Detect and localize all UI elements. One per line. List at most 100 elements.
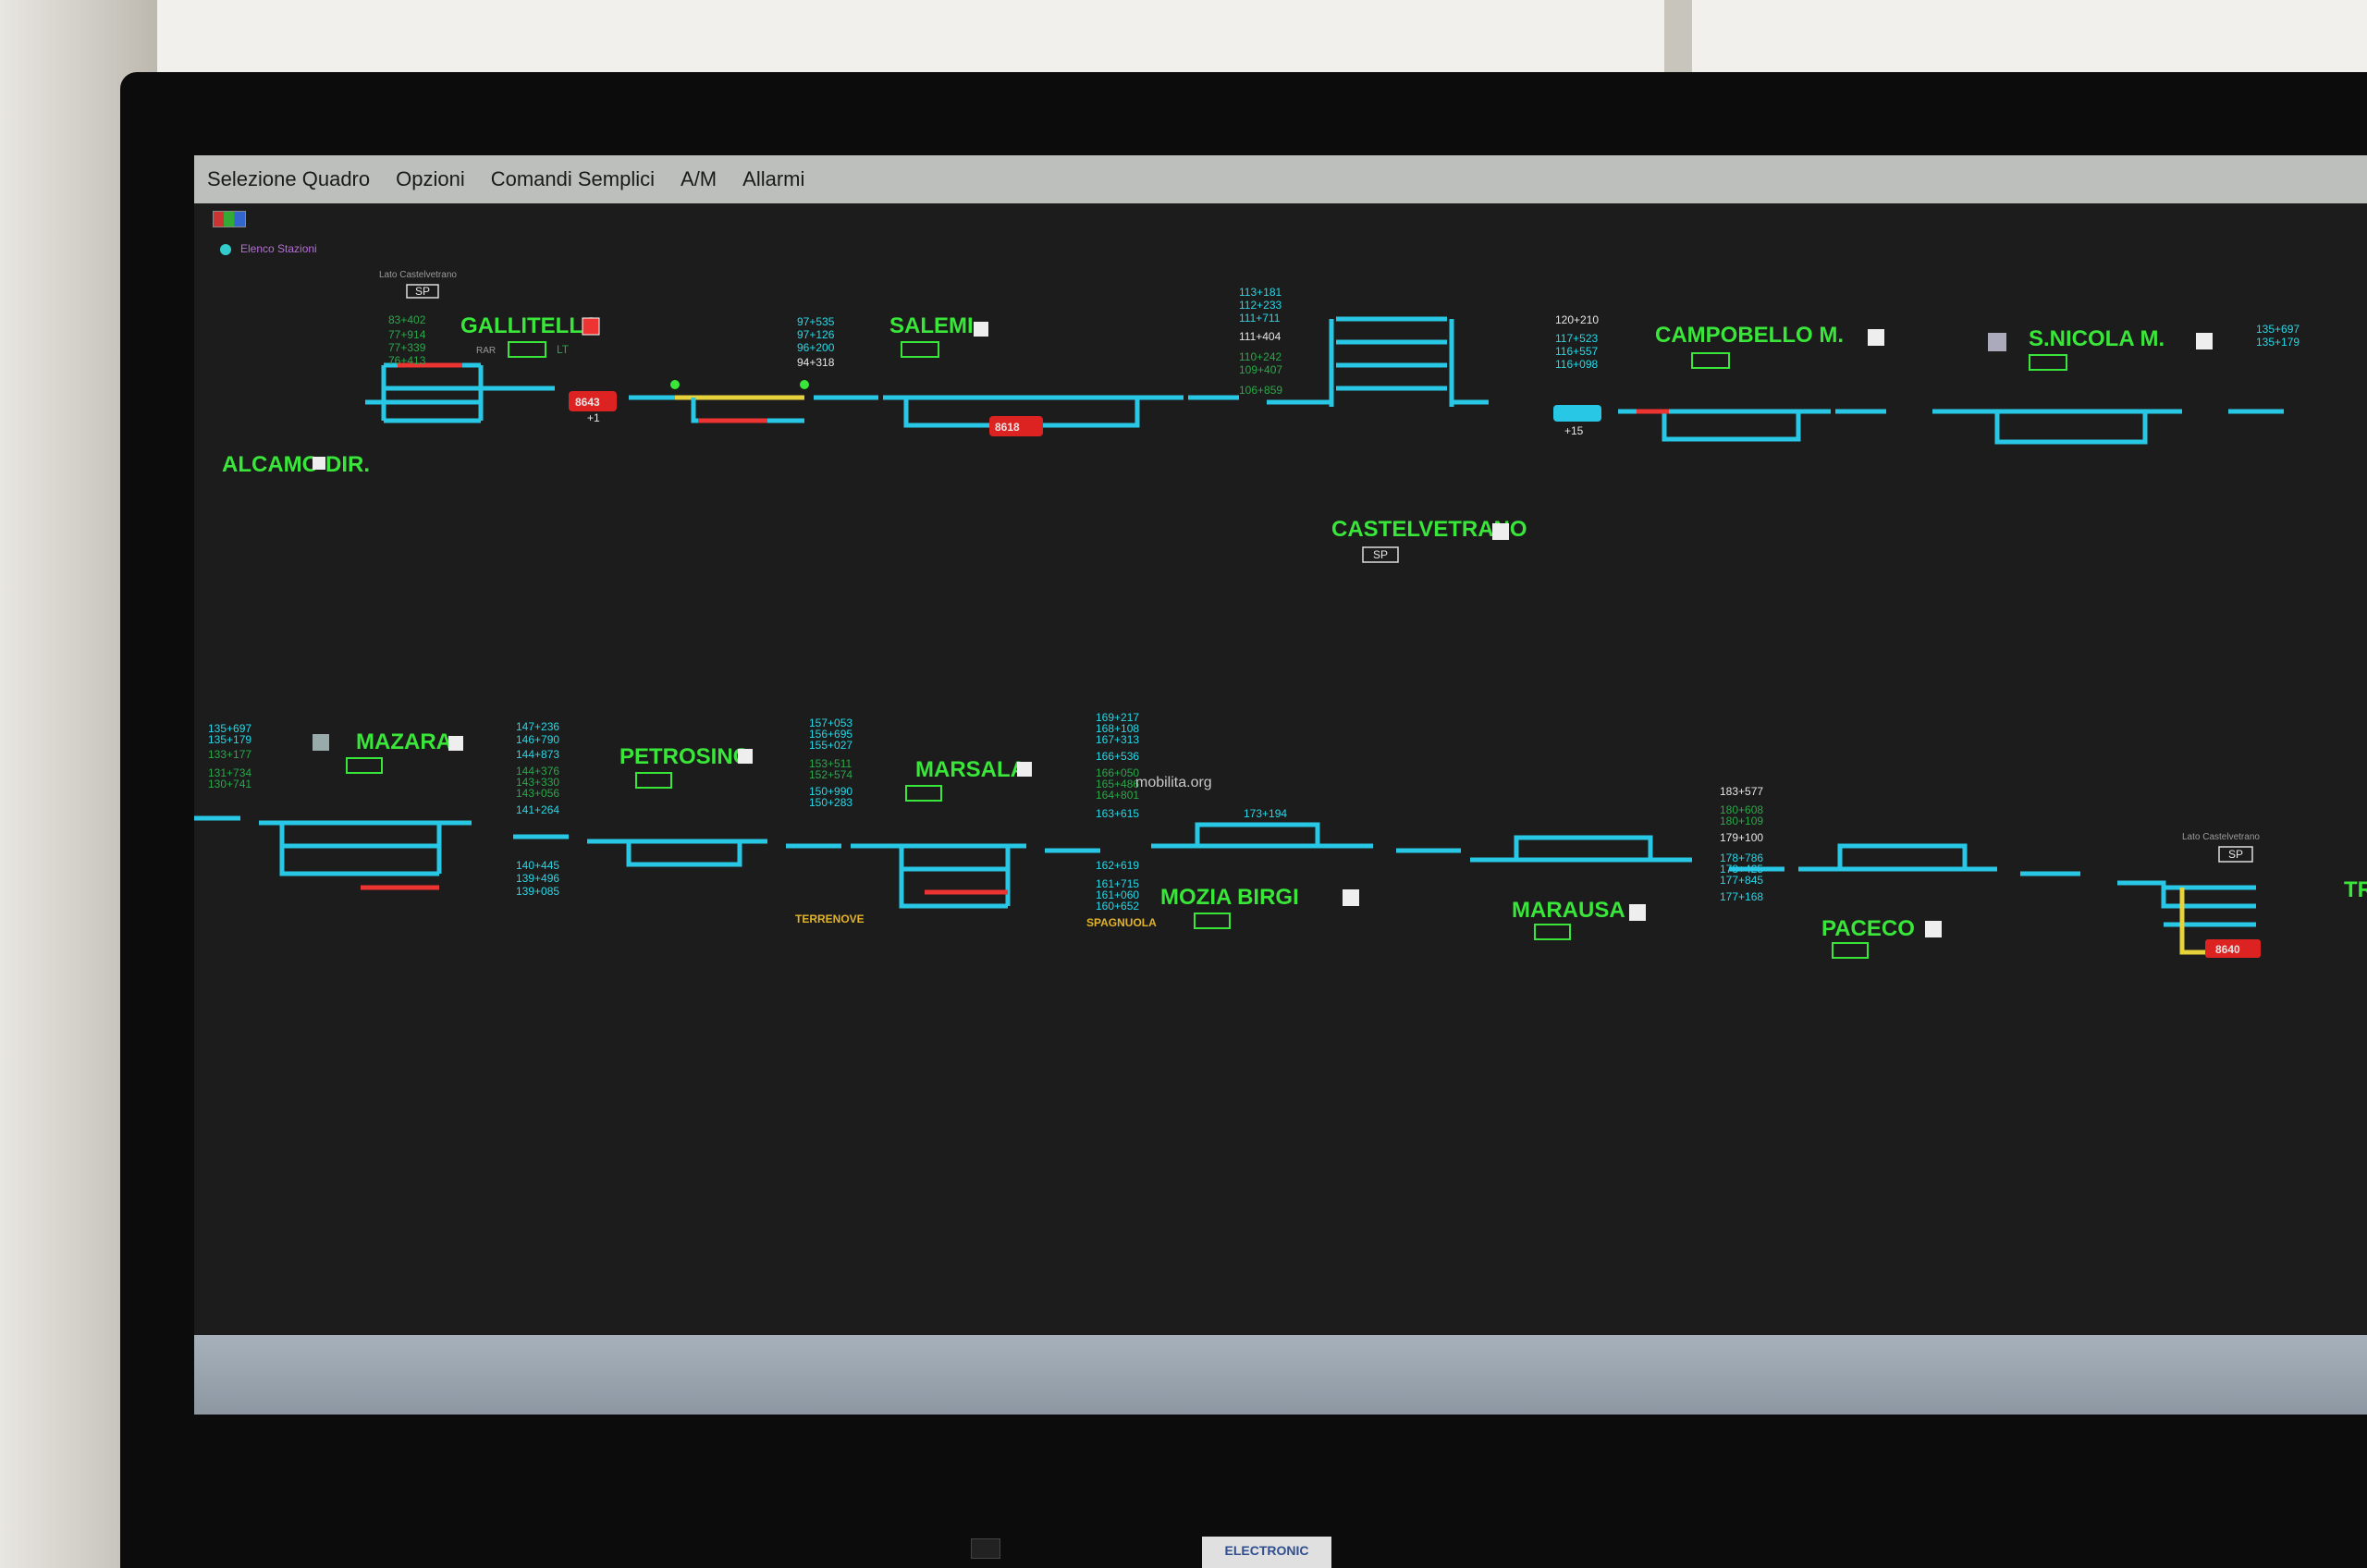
terrenove-label: TERRENOVE bbox=[795, 913, 865, 925]
gallitello-signal-icon[interactable] bbox=[670, 380, 680, 389]
alcamo-info-icon[interactable] bbox=[313, 457, 325, 470]
pt-km-7: 140+445 bbox=[516, 859, 559, 872]
campobello-name: CAMPOBELLO M. bbox=[1655, 323, 1844, 348]
gallitello-lt-box[interactable] bbox=[508, 341, 546, 358]
station-mozia[interactable]: 169+217 168+108 167+313 166+536 166+050 … bbox=[1086, 711, 1461, 929]
marausa-lt-box[interactable] bbox=[1534, 924, 1571, 940]
station-paceco[interactable]: PACECO bbox=[1798, 843, 2080, 959]
gallitello-rar: RAR bbox=[476, 346, 496, 356]
gallitello-signal2-icon[interactable] bbox=[800, 380, 809, 389]
menu-comandi-semplici[interactable]: Comandi Semplici bbox=[490, 167, 656, 190]
campobello-lt-box[interactable] bbox=[1691, 352, 1730, 369]
sp-km-11: 160+652 bbox=[1096, 900, 1139, 913]
cv-km-0: 113+181 bbox=[1239, 286, 1282, 299]
marsala-tracks bbox=[851, 843, 1100, 909]
train-8643-sub: +1 bbox=[587, 411, 600, 424]
train-8618-label: 8618 bbox=[995, 421, 1020, 434]
train-8618[interactable] bbox=[989, 416, 1043, 436]
sp-km-9: 161+715 bbox=[1096, 877, 1139, 890]
mozia-lt-box[interactable] bbox=[1194, 913, 1231, 929]
mazara-lt-box[interactable] bbox=[346, 757, 383, 774]
station-alcamo[interactable]: Lato Castelvetrano SP ALCAMO DIR. bbox=[222, 270, 518, 477]
sp-km-4: 166+050 bbox=[1096, 766, 1139, 779]
gallitello-alarm-icon[interactable] bbox=[582, 317, 600, 336]
cb-km-2: 116+557 bbox=[1555, 345, 1598, 358]
station-gallitello[interactable]: 83+402 77+914 77+339 76+413 GALLITELLO R… bbox=[388, 313, 809, 424]
pt-km-0: 147+236 bbox=[516, 720, 559, 733]
station-marausa[interactable]: 183+577 180+608 180+109 179+100 178+786 … bbox=[1470, 785, 1784, 940]
menu-selezione-quadro[interactable]: Selezione Quadro bbox=[207, 167, 371, 190]
cb-km-1: 117+523 bbox=[1555, 332, 1598, 345]
pt-km-6: 141+264 bbox=[516, 803, 559, 816]
marsala-name: MARSALA bbox=[915, 757, 1026, 782]
station-trapani[interactable]: Lato Castelvetrano SP 8640 TR bbox=[2117, 832, 2367, 958]
palette-icon[interactable] bbox=[213, 211, 246, 227]
castelvetrano-tracks bbox=[1267, 316, 1489, 407]
castelvetrano-sp-box[interactable] bbox=[1362, 546, 1399, 563]
salemi-name: SALEMI bbox=[889, 313, 974, 338]
salemi-km-2: 96+200 bbox=[797, 341, 835, 354]
mz-km-3: 131+734 bbox=[208, 766, 251, 779]
petrosino-info-icon[interactable] bbox=[738, 749, 753, 764]
station-snicola[interactable]: S.NICOLA M. 135+697 135+179 bbox=[1932, 323, 2300, 445]
screen: Selezione Quadro Opzioni Comandi Semplic… bbox=[194, 155, 2367, 1415]
trapani-name: TR bbox=[2344, 877, 2367, 902]
train-8640[interactable] bbox=[2205, 939, 2261, 958]
station-castelvetrano[interactable]: 113+181 112+233 111+711 111+404 110+242 … bbox=[1239, 286, 1527, 563]
ms-km-2: 155+027 bbox=[809, 739, 852, 752]
snicola-square-icon[interactable] bbox=[1988, 333, 2006, 351]
trapani-sp-box[interactable] bbox=[2218, 846, 2253, 863]
spagnuola-label: SPAGNUOLA bbox=[1086, 916, 1157, 929]
mozia-info-icon[interactable] bbox=[1343, 889, 1359, 906]
station-campobello[interactable]: 120+210 117+523 116+557 116+098 CAMPOBEL… bbox=[1553, 313, 1884, 442]
paceco-lt-box[interactable] bbox=[1832, 942, 1869, 959]
ms-km-6: 150+283 bbox=[809, 796, 852, 809]
mazara-tracks bbox=[194, 815, 472, 876]
mazara-square-icon[interactable] bbox=[313, 734, 329, 751]
salemi-km-1: 97+126 bbox=[797, 328, 835, 341]
sn-km-1: 135+179 bbox=[2256, 336, 2300, 349]
snicola-info-icon[interactable] bbox=[2196, 333, 2213, 349]
ms-km-3: 153+511 bbox=[809, 757, 852, 770]
snicola-lt-box[interactable] bbox=[2029, 354, 2067, 371]
gallitello-siding bbox=[691, 398, 804, 423]
petrosino-lt-box[interactable] bbox=[635, 772, 672, 789]
mr-km-1: 180+608 bbox=[1720, 803, 1763, 816]
menu-allarmi[interactable]: Allarmi bbox=[742, 167, 805, 190]
marausa-name: MARAUSA bbox=[1512, 898, 1625, 923]
ms-km-5: 150+990 bbox=[809, 785, 852, 798]
salemi-lt-box[interactable] bbox=[901, 341, 939, 358]
campobello-info-icon[interactable] bbox=[1868, 329, 1884, 346]
mozia-name: MOZIA BIRGI bbox=[1160, 885, 1299, 910]
menu-opzioni[interactable]: Opzioni bbox=[396, 167, 465, 190]
mr-km-3: 179+100 bbox=[1720, 831, 1763, 844]
cb-km-3: 116+098 bbox=[1555, 358, 1598, 371]
alcamo-name: ALCAMO DIR. bbox=[222, 452, 370, 477]
castelvetrano-sp-label: SP bbox=[1373, 548, 1388, 561]
mazara-info-icon[interactable] bbox=[448, 736, 463, 751]
mozia-km-0: 173+194 bbox=[1244, 807, 1287, 820]
menu-am[interactable]: A/M bbox=[681, 167, 717, 190]
paceco-info-icon[interactable] bbox=[1925, 921, 1942, 937]
mr-km-2: 180+109 bbox=[1720, 815, 1763, 827]
mz-km-2: 133+177 bbox=[208, 748, 251, 761]
castelvetrano-info-icon[interactable] bbox=[1492, 523, 1509, 540]
station-salemi[interactable]: 97+535 97+126 96+200 94+318 SALEMI 8618 bbox=[797, 313, 1184, 436]
station-mazara[interactable]: 135+697 135+179 133+177 131+734 130+741 … bbox=[194, 722, 472, 890]
station-petrosino[interactable]: 147+236 146+790 144+873 144+376 143+330 … bbox=[513, 720, 865, 925]
marausa-info-icon[interactable] bbox=[1629, 904, 1646, 921]
marsala-info-icon[interactable] bbox=[1017, 762, 1032, 777]
alcamo-sp-box[interactable] bbox=[406, 284, 439, 299]
marsala-lt-box[interactable] bbox=[905, 785, 942, 802]
snicola-tracks bbox=[1932, 409, 2284, 445]
train-campobello[interactable] bbox=[1553, 405, 1601, 422]
salemi-info-icon[interactable] bbox=[974, 322, 988, 337]
mr-km-0: 183+577 bbox=[1720, 785, 1763, 798]
petrosino-tracks bbox=[513, 834, 841, 867]
train-8643-label: 8643 bbox=[575, 396, 600, 409]
station-marsala[interactable]: 157+053 156+695 155+027 153+511 152+574 … bbox=[809, 717, 1100, 909]
train-8643[interactable] bbox=[569, 391, 617, 411]
gallitello-km-2: 77+339 bbox=[388, 341, 426, 354]
pt-km-4: 143+330 bbox=[516, 776, 559, 789]
cv-km-5: 109+407 bbox=[1239, 363, 1282, 376]
